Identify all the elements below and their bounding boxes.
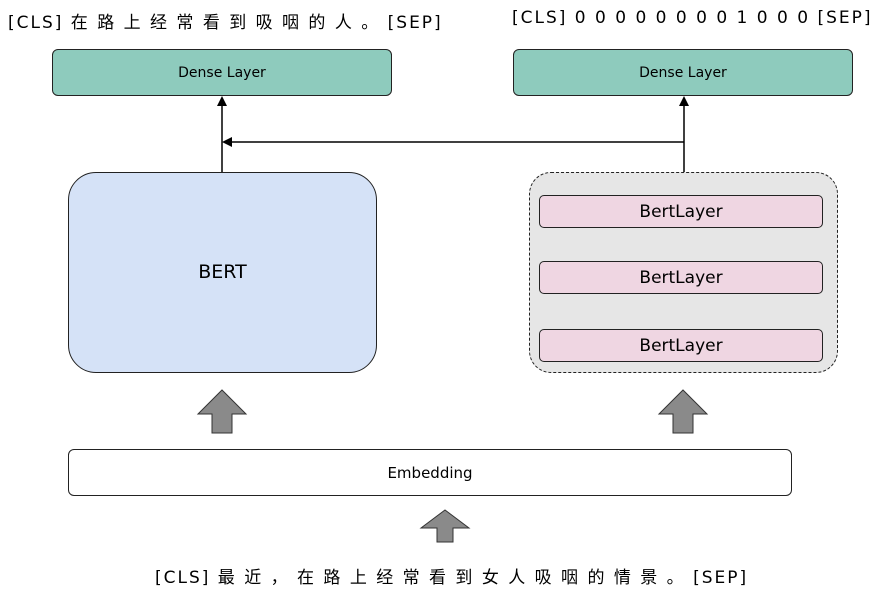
output-label-sequence-text: [CLS] 0 0 0 0 0 0 0 0 1 0 0 0 [SEP]	[512, 8, 873, 28]
input-sentence-text: [CLS] 最 近 ， 在 路 上 经 常 看 到 女 人 吸 咽 的 情 景 …	[155, 568, 749, 588]
block-arrow-to-bert-layers	[657, 389, 709, 434]
output-sentence-text: [CLS] 在 路 上 经 常 看 到 吸 咽 的 人 。 [SEP]	[8, 13, 443, 33]
bert-block: BERT	[68, 172, 377, 373]
bert-label: BERT	[198, 260, 247, 283]
dense-layer-left-label: Dense Layer	[178, 64, 266, 81]
bert-layer-2-label: BertLayer	[639, 267, 723, 288]
bert-layer-3-label: BertLayer	[639, 335, 723, 356]
bert-layer-3: BertLayer	[539, 329, 823, 362]
block-arrow-to-bert	[196, 389, 248, 434]
block-arrow-to-embedding	[419, 509, 471, 543]
dense-layer-right: Dense Layer	[513, 49, 853, 96]
bert-layer-1-label: BertLayer	[639, 201, 723, 222]
embedding-layer: Embedding	[68, 449, 792, 496]
bert-layer-1: BertLayer	[539, 195, 823, 228]
dense-layer-left: Dense Layer	[52, 49, 392, 96]
embedding-label: Embedding	[387, 463, 473, 482]
dense-layer-right-label: Dense Layer	[639, 64, 727, 81]
bert-layer-2: BertLayer	[539, 261, 823, 294]
